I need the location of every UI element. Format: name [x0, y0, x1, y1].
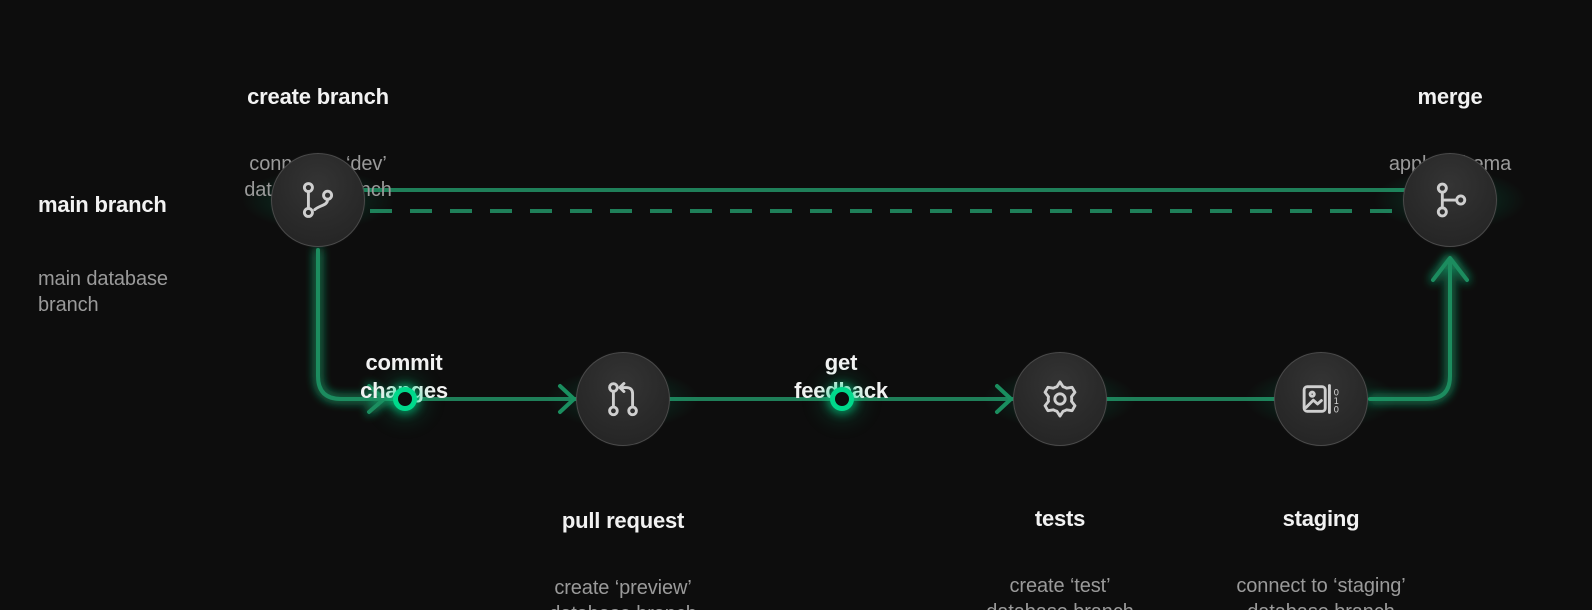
svg-text:0: 0: [1334, 405, 1340, 415]
staging-label: staging connect to ‘staging’ database br…: [1236, 464, 1405, 610]
get-feedback-label: get feedback: [794, 308, 888, 446]
dot-get-feedback[interactable]: [830, 387, 854, 411]
main-database-branch-label: main database branch: [38, 226, 168, 359]
commit-changes-label: commit changes: [360, 308, 448, 446]
tests-subtitle: create ‘test’ database branch: [986, 575, 1134, 610]
staging-title: staging: [1282, 505, 1360, 531]
gear-icon: [1037, 376, 1083, 422]
node-pull-request[interactable]: [576, 352, 670, 446]
dot-commit-changes[interactable]: [393, 387, 417, 411]
image-binary-icon: 0 1 0: [1298, 376, 1344, 422]
main-branch-title: main branch: [38, 191, 167, 217]
merge-connector: [1368, 256, 1469, 401]
main-branch-label: main branch: [38, 150, 167, 260]
arrow-to-tests: [995, 384, 1013, 414]
pull-request-title: pull request: [561, 507, 685, 533]
git-merge-icon: [1427, 177, 1473, 223]
pull-request-subtitle: create ‘preview’ database branch: [549, 577, 697, 610]
node-create-branch[interactable]: [271, 153, 365, 247]
staging-subtitle: connect to ‘staging’ database branch: [1236, 575, 1406, 610]
tests-title: tests: [1034, 505, 1086, 531]
svg-text:1: 1: [1334, 397, 1340, 407]
node-merge[interactable]: [1403, 153, 1497, 247]
svg-text:0: 0: [1334, 389, 1340, 399]
arrow-to-pull-request: [558, 384, 576, 414]
create-branch-title: create branch: [247, 83, 389, 109]
main-database-branch-sub: main database branch: [38, 267, 168, 316]
node-tests[interactable]: [1013, 352, 1107, 446]
git-pull-request-icon: [600, 376, 646, 422]
git-branch-icon: [295, 177, 341, 223]
pull-request-label: pull request create ‘preview’ database b…: [549, 466, 697, 610]
tests-label: tests create ‘test’ database branch: [986, 464, 1134, 610]
node-staging[interactable]: 0 1 0: [1274, 352, 1368, 446]
merge-title: merge: [1417, 83, 1483, 109]
